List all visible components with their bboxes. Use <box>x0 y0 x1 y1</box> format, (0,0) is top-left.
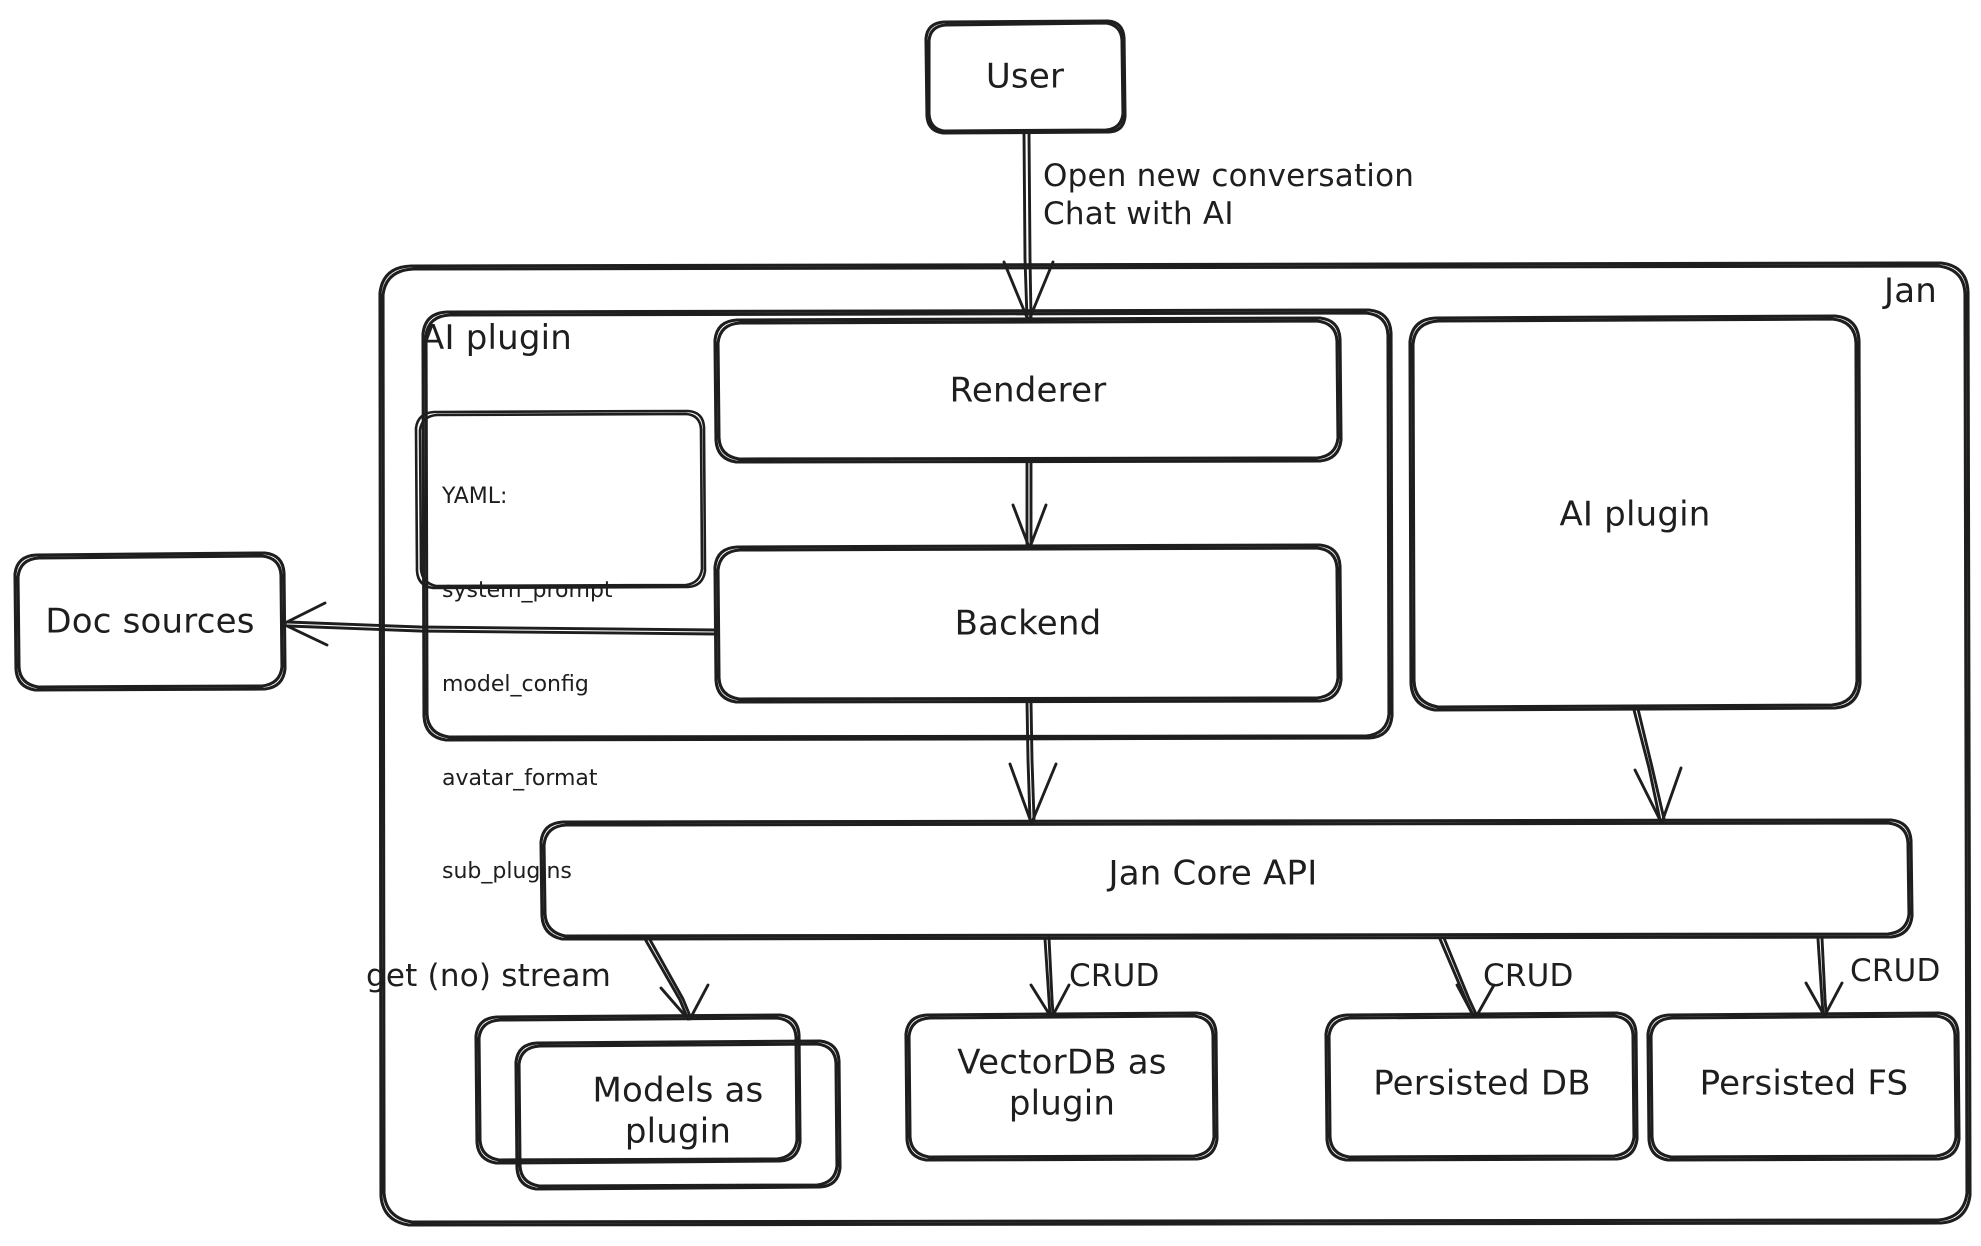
models-plugin-label: Models as plugin <box>592 1070 764 1152</box>
renderer-box-shape <box>713 316 1343 464</box>
yaml-card-shape <box>414 409 707 590</box>
edge-label-open-new-conversation: Open new conversation Chat with AI <box>1043 158 1415 232</box>
models-plugin-outer-shape <box>474 1013 802 1165</box>
doc-sources-label: Doc sources <box>45 601 255 642</box>
ai-plugin-group-shape <box>421 308 1394 742</box>
persisted-fs-box-shape <box>1646 1011 1961 1162</box>
jan-core-api-label: Jan Core API <box>1108 853 1318 894</box>
edge-label-crud-persisted-db: CRUD <box>1483 958 1574 994</box>
ai-plugin-box-label: AI plugin <box>1559 494 1711 535</box>
edge-label-get-no-stream: get (no) stream <box>366 958 612 994</box>
ai-plugin-group-label: AI plugin <box>421 318 573 358</box>
yaml-title: YAML: <box>442 484 508 510</box>
backend-box-shape <box>713 543 1343 704</box>
renderer-label: Renderer <box>949 370 1107 411</box>
doc-sources-box-shape <box>13 551 287 692</box>
edge-user-to-renderer <box>1002 131 1055 322</box>
user-box-shape <box>924 19 1127 135</box>
models-plugin-inner-shape <box>514 1039 842 1191</box>
yaml-item-system-prompt: system_prompt <box>442 578 613 604</box>
edge-ai-plugin-to-core-api <box>1632 707 1683 824</box>
edge-backend-to-core-api <box>1008 700 1058 824</box>
yaml-card-text: YAML: system_prompt model_config avatar_… <box>442 419 613 950</box>
edge-core-api-to-models <box>643 936 710 1021</box>
user-label: User <box>985 56 1065 97</box>
edge-renderer-to-backend <box>1011 460 1048 549</box>
ai-plugin-box-shape <box>1408 314 1862 712</box>
yaml-item-avatar-format: avatar_format <box>442 765 598 791</box>
edge-label-crud-persisted-fs: CRUD <box>1850 953 1941 989</box>
edge-core-api-to-persisted-fs <box>1804 936 1844 1017</box>
persisted-db-label: Persisted DB <box>1373 1063 1591 1104</box>
persisted-db-box-shape <box>1324 1011 1639 1162</box>
jan-container-shape <box>378 261 1972 1227</box>
vectordb-plugin-box-shape <box>904 1011 1219 1162</box>
yaml-item-model-config: model_config <box>442 671 589 697</box>
jan-container-label: Jan <box>1884 271 1938 311</box>
persisted-fs-label: Persisted FS <box>1699 1063 1909 1104</box>
jan-core-api-shape <box>539 818 1914 941</box>
edge-core-api-to-persisted-db <box>1438 936 1496 1019</box>
edge-backend-to-doc-sources <box>283 601 717 647</box>
edge-core-api-to-vectordb <box>1029 936 1071 1019</box>
backend-label: Backend <box>954 603 1102 644</box>
edge-label-crud-vectordb: CRUD <box>1069 958 1160 994</box>
yaml-item-sub-plugins: sub_plugins <box>442 859 572 885</box>
vectordb-plugin-label: VectorDB as plugin <box>957 1042 1167 1124</box>
